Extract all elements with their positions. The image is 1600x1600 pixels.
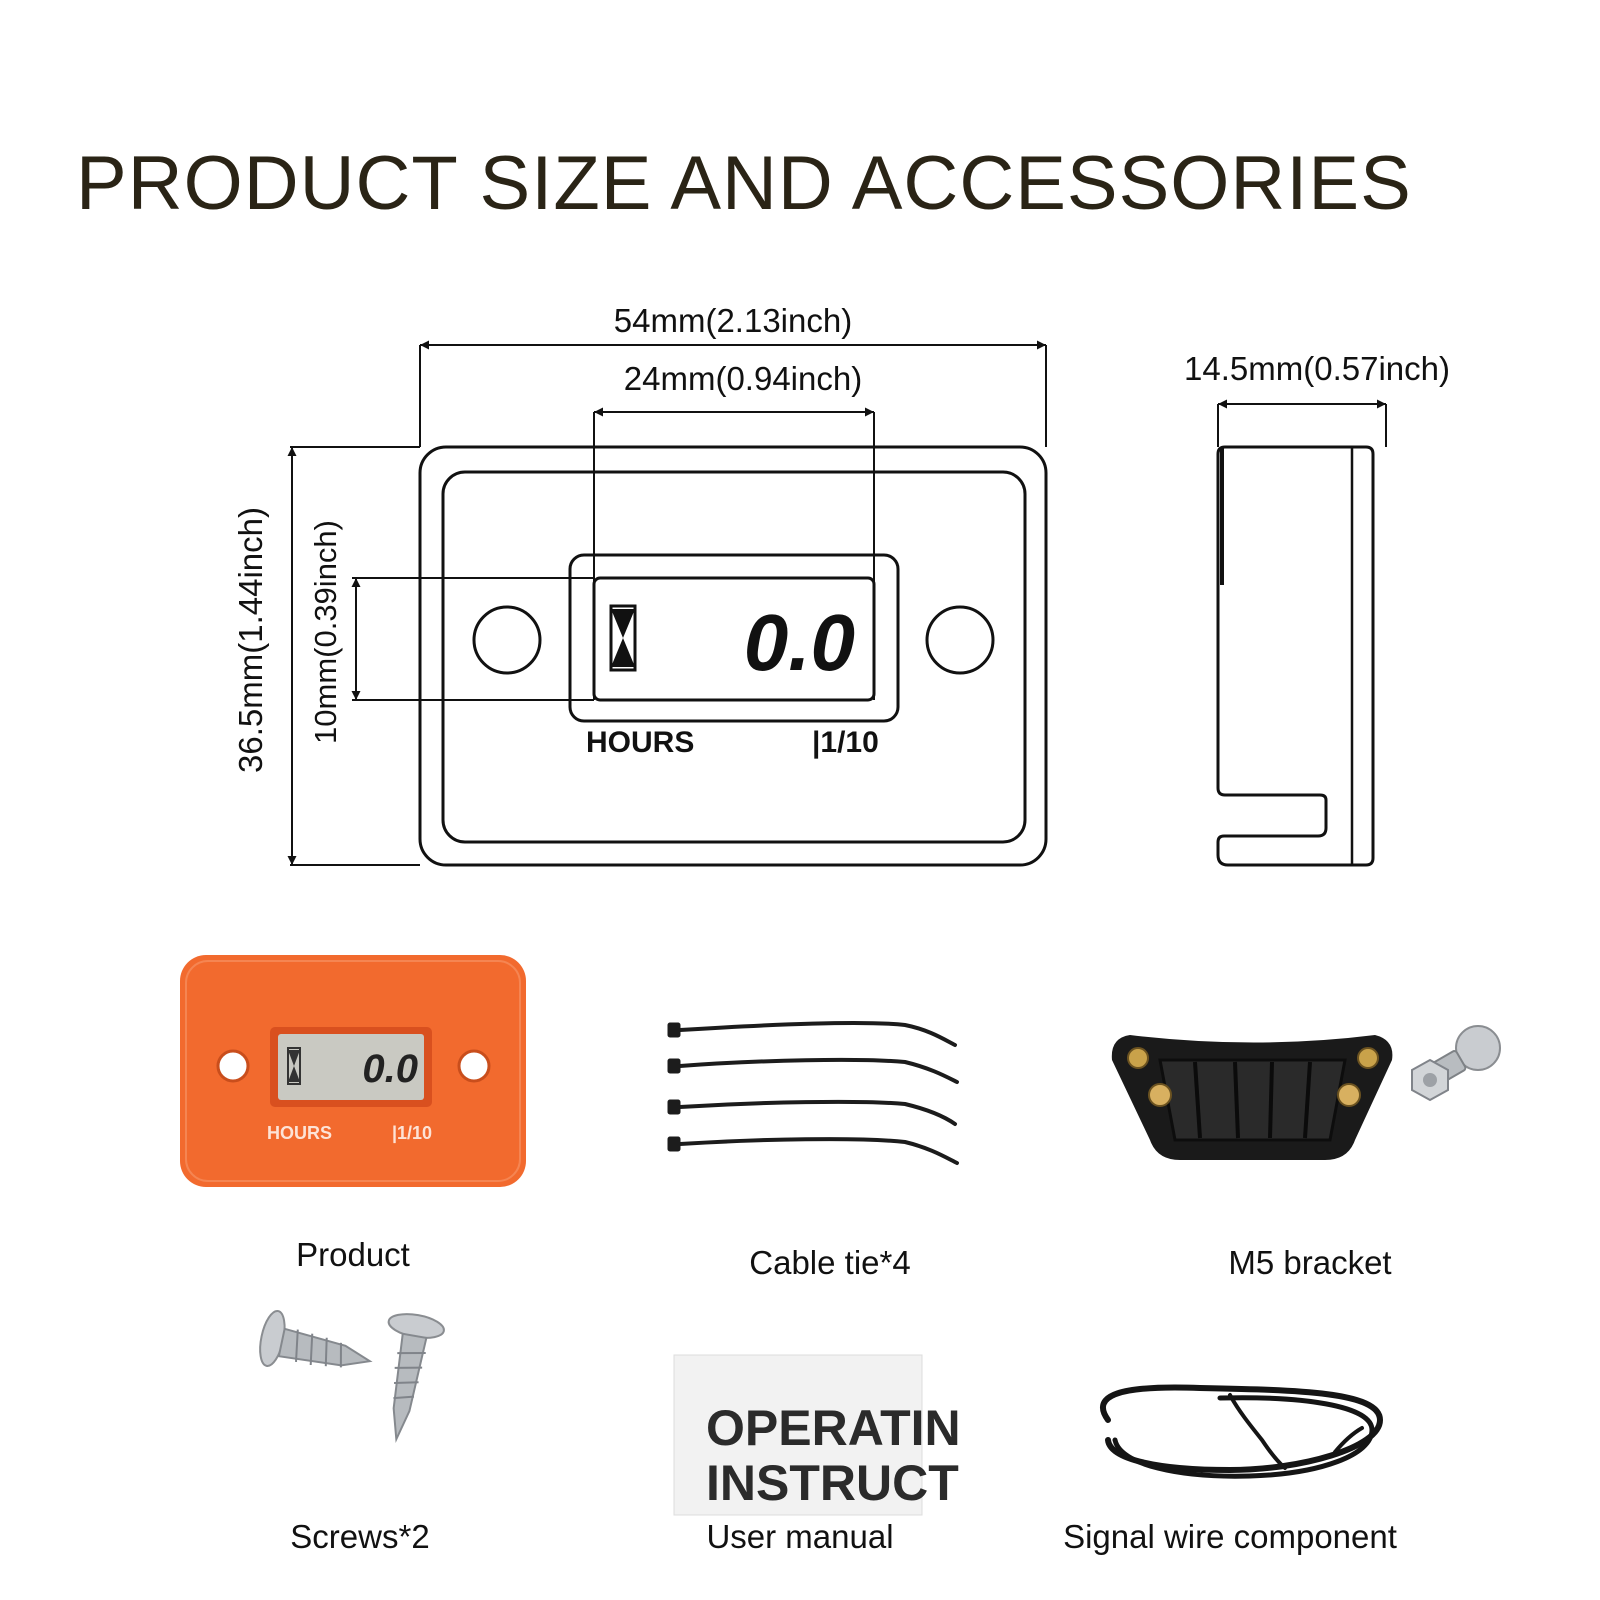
dim-depth-label: 14.5mm(0.57inch) xyxy=(1184,350,1450,387)
mount-hole-left xyxy=(472,605,542,675)
face-label-hours: HOURS xyxy=(586,726,694,759)
face-label-tenth: |1/10 xyxy=(812,726,879,759)
product-label-hours: HOURS xyxy=(267,1123,332,1143)
caption-product: Product xyxy=(296,1236,410,1273)
front-outer-body xyxy=(418,445,1048,867)
product-reading: 0.0 xyxy=(362,1047,418,1091)
caption-screws: Screws*2 xyxy=(290,1518,430,1555)
display-bezel xyxy=(568,553,900,723)
product-photo: 0.0 HOURS |1/10 xyxy=(180,955,526,1187)
user-manual-photo: OPERATIN INSTRUCT xyxy=(673,1354,961,1516)
dim-height-display-label: 10mm(0.39inch) xyxy=(308,520,343,744)
hourglass-icon xyxy=(609,604,637,672)
caption-user-manual: User manual xyxy=(706,1518,894,1555)
cable-ties-photo xyxy=(667,1020,959,1165)
m5-bracket-photo xyxy=(1111,1025,1501,1160)
page-title: PRODUCT SIZE AND ACCESSORIES xyxy=(76,141,1412,226)
dim-width-total-label: 54mm(2.13inch) xyxy=(614,302,852,339)
product-label-tenth: |1/10 xyxy=(392,1123,432,1143)
side-view-body xyxy=(1216,445,1375,867)
caption-m5-bracket: M5 bracket xyxy=(1228,1244,1392,1281)
manual-cover-line1: OPERATIN xyxy=(706,1400,961,1456)
caption-signal-wire: Signal wire component xyxy=(1063,1518,1397,1555)
dim-height-total-label: 36.5mm(1.44inch) xyxy=(232,507,269,773)
screws-photo xyxy=(259,1309,445,1444)
mount-hole-right xyxy=(925,605,995,675)
dim-width-display-label: 24mm(0.94inch) xyxy=(624,360,862,397)
manual-cover-line2: INSTRUCT xyxy=(706,1455,959,1511)
caption-cable-tie: Cable tie*4 xyxy=(749,1244,911,1281)
meter-reading: 0.0 xyxy=(744,598,855,687)
signal-wire-photo xyxy=(1100,1384,1384,1479)
front-inner-body xyxy=(441,470,1027,844)
